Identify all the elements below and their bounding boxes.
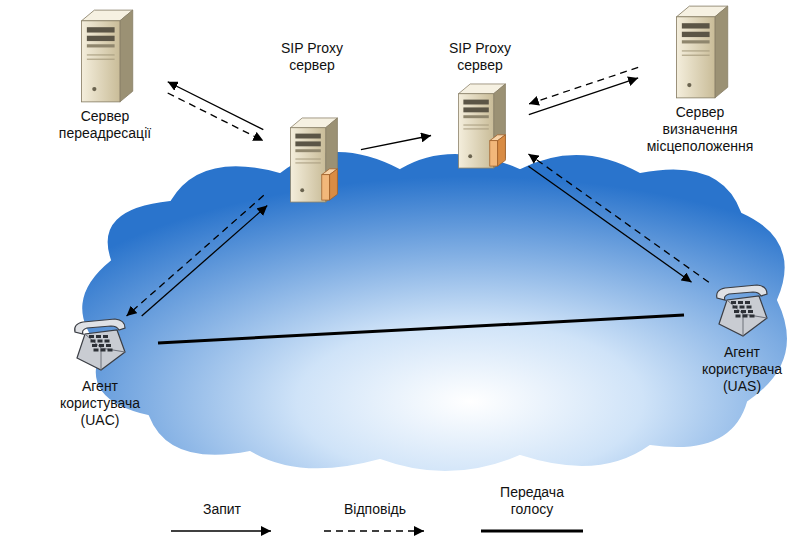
legend-line	[171, 530, 271, 531]
legend-label: Запит	[203, 501, 241, 518]
node-label: Сервер визначення місцеположення	[641, 104, 759, 154]
legend-sample	[167, 524, 277, 538]
phone-picture	[71, 318, 129, 374]
node-label: Агент користувача (UAS)	[687, 344, 797, 394]
req-connector	[142, 206, 268, 316]
legend-sample	[320, 524, 430, 538]
node-label: Сервер переадресації	[45, 108, 165, 142]
node-label: Агент користувача (UAC)	[45, 378, 155, 428]
telephone-icon	[713, 284, 771, 340]
server-icon	[72, 8, 138, 104]
telephone-icon	[71, 318, 129, 374]
node-label: SIP Proxy сервер	[266, 40, 358, 74]
resp-connector	[168, 93, 264, 141]
proxy-server-icon	[281, 116, 343, 204]
req-connector	[528, 166, 691, 282]
resp-connector	[528, 154, 708, 282]
proxy-picture	[449, 82, 511, 170]
legend-line	[481, 530, 583, 533]
legend-entry: Відповідь	[315, 468, 435, 538]
legend-entry: Запит	[167, 468, 277, 538]
legend-label: Передача голосу	[487, 484, 577, 518]
legend-line	[324, 530, 424, 531]
cloud-shape	[81, 151, 788, 472]
phone-picture	[713, 284, 771, 340]
proxy-server-icon	[449, 82, 511, 170]
sip-proxy-server: SIP Proxy сервер	[434, 40, 526, 170]
req-connector	[168, 82, 264, 130]
resp-connector	[127, 195, 264, 316]
server-icon	[667, 4, 733, 100]
user-agent-client: Агент користувача (UAC)	[45, 318, 155, 428]
redirect-server: Сервер переадресації	[45, 8, 165, 142]
node-label: SIP Proxy сервер	[434, 40, 526, 74]
legend-entry: Передача голосу	[467, 468, 597, 538]
sip-proxy-server: SIP Proxy сервер	[266, 40, 358, 204]
req-connector	[529, 78, 638, 115]
legend-label: Відповідь	[344, 501, 406, 518]
location-server: Сервер визначення місцеположення	[641, 4, 759, 154]
voice-connector	[158, 315, 684, 343]
server-picture	[72, 8, 138, 104]
req-connector	[361, 135, 431, 149]
user-agent-server: Агент користувача (UAS)	[687, 284, 797, 394]
resp-connector	[529, 67, 638, 104]
legend-sample	[477, 524, 587, 538]
proxy-picture	[281, 116, 343, 204]
server-picture	[667, 4, 733, 100]
